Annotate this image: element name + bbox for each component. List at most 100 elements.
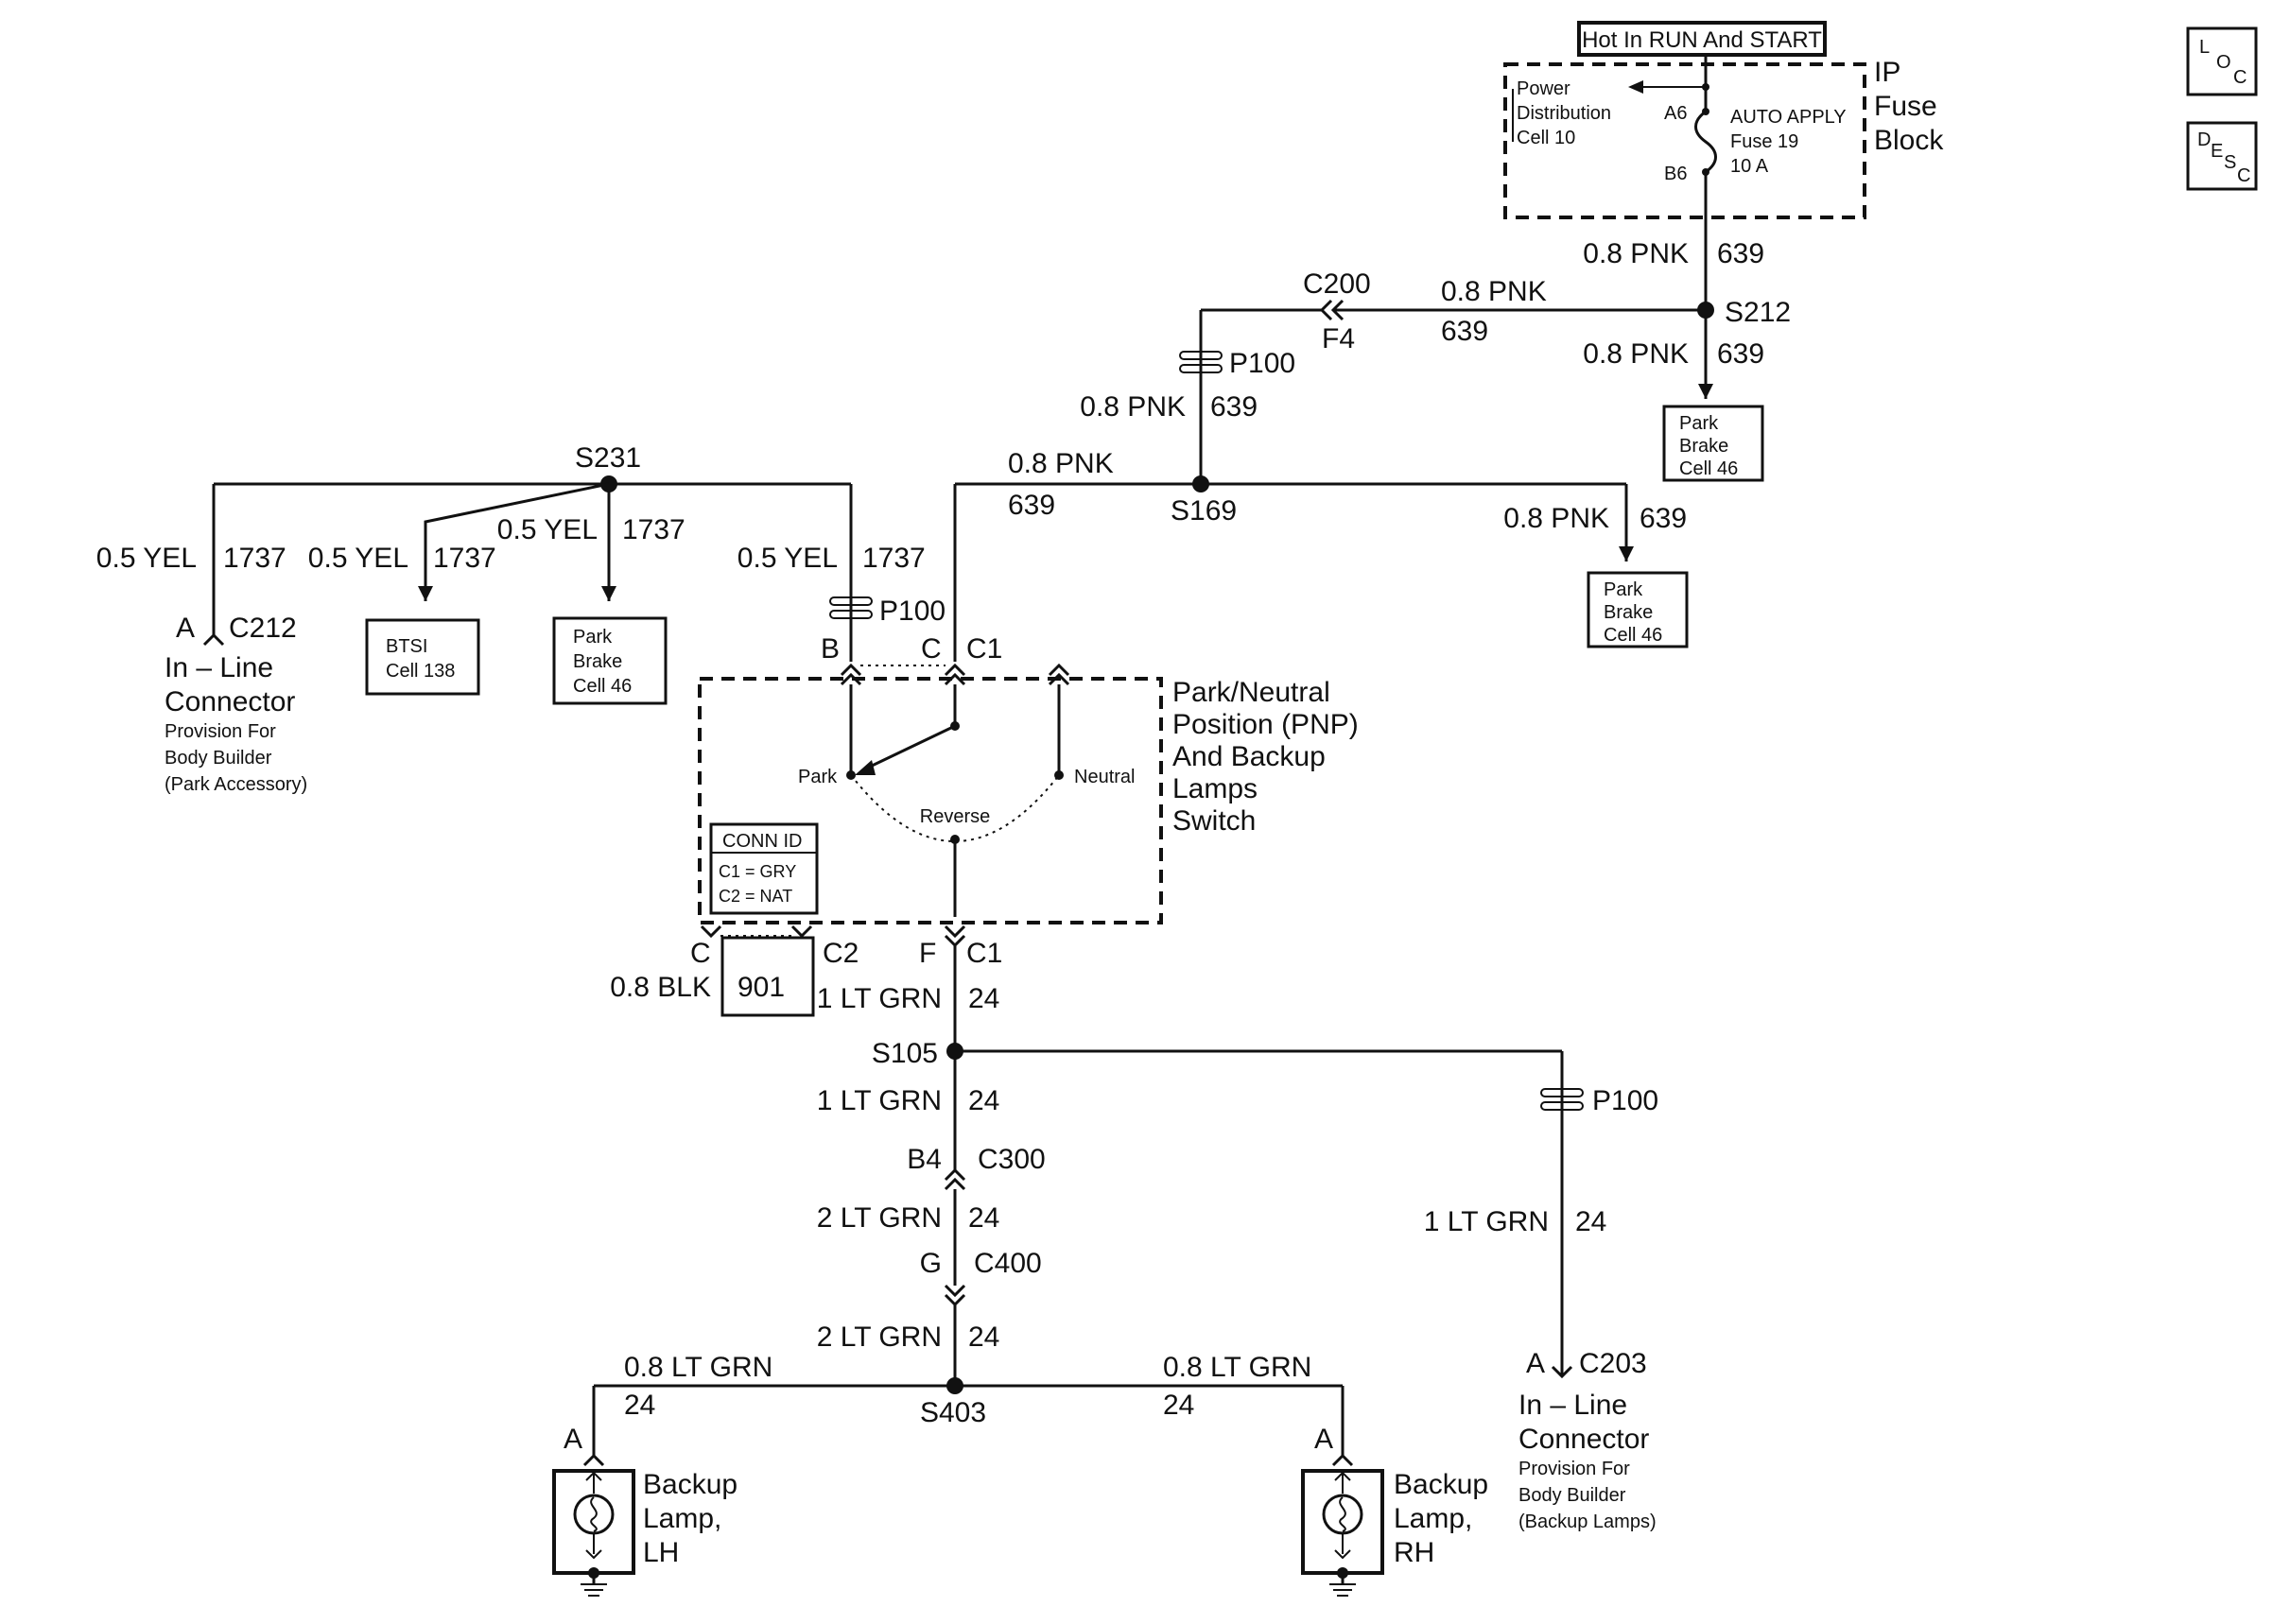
svg-text:And Backup: And Backup — [1172, 741, 1326, 772]
svg-text:C400: C400 — [974, 1248, 1042, 1279]
connector-p100-top: P100 — [1179, 348, 1295, 379]
svg-text:F4: F4 — [1322, 323, 1355, 354]
svg-text:C300: C300 — [978, 1144, 1046, 1175]
svg-text:Switch: Switch — [1172, 805, 1256, 837]
park-brake-ref-3[interactable]: Park Brake Cell 46 — [552, 616, 668, 705]
svg-text:CONN ID: CONN ID — [722, 831, 802, 852]
svg-text:IP: IP — [1874, 57, 1900, 88]
wire-label-639-s169-left: 0.8 PNK 639 — [1008, 448, 1114, 521]
backup-lamp-lh[interactable] — [552, 1469, 635, 1575]
svg-text:0.8 PNK: 0.8 PNK — [1080, 391, 1186, 423]
svg-text:Body Builder: Body Builder — [165, 748, 272, 769]
wire-label-24-lh: 0.8 LT GRN 24 — [624, 1352, 772, 1421]
wire-label-639-fuse: 0.8 PNK 639 — [1583, 238, 1764, 269]
svg-text:In – Line: In – Line — [165, 652, 273, 683]
svg-text:24: 24 — [1163, 1390, 1194, 1421]
svg-text:S: S — [2224, 152, 2236, 173]
svg-text:Power: Power — [1517, 78, 1570, 99]
auto-apply-fuse-label: AUTO APPLY Fuse 19 10 A — [1730, 107, 1847, 177]
svg-text:0.8 BLK: 0.8 BLK — [610, 972, 711, 1003]
svg-text:24: 24 — [968, 1322, 999, 1353]
svg-text:Lamp,: Lamp, — [1394, 1503, 1472, 1534]
svg-text:Backup: Backup — [643, 1469, 737, 1500]
svg-text:24: 24 — [968, 983, 999, 1014]
svg-text:B6: B6 — [1664, 164, 1687, 184]
svg-text:C1: C1 — [966, 938, 1002, 969]
wire-label-1737-switch: 0.5 YEL 1737 — [737, 543, 926, 574]
wire-label-639-s169-right: 0.8 PNK 639 — [1503, 503, 1687, 534]
svg-text:P100: P100 — [1229, 348, 1295, 379]
svg-text:Block: Block — [1874, 125, 1944, 156]
svg-text:A: A — [1314, 1424, 1333, 1455]
svg-text:0.5 YEL: 0.5 YEL — [96, 543, 197, 574]
svg-text:Park: Park — [1679, 413, 1719, 434]
pnp-switch-label: Park/Neutral Position (PNP) And Backup L… — [1172, 677, 1359, 837]
wire-label-24-c203: 1 LT GRN 24 — [1424, 1206, 1607, 1237]
svg-text:Provision For: Provision For — [1518, 1459, 1630, 1479]
svg-text:C1: C1 — [966, 633, 1002, 665]
svg-text:LH: LH — [643, 1537, 679, 1568]
loc-icon[interactable]: L O C — [2186, 26, 2258, 96]
svg-text:0.8 PNK: 0.8 PNK — [1441, 276, 1547, 307]
svg-text:F: F — [919, 938, 936, 969]
svg-text:639: 639 — [1717, 338, 1764, 370]
svg-text:Hot In RUN And START: Hot In RUN And START — [1582, 27, 1822, 53]
svg-text:Fuse 19: Fuse 19 — [1730, 131, 1798, 152]
svg-text:Lamps: Lamps — [1172, 773, 1258, 804]
svg-text:2 LT GRN: 2 LT GRN — [817, 1322, 942, 1353]
park-brake-ref-2[interactable]: Park Brake Cell 46 — [1587, 571, 1689, 648]
wire-label-1737-park-brake: 0.5 YEL 1737 — [497, 514, 685, 545]
svg-text:Cell 46: Cell 46 — [1604, 625, 1662, 646]
svg-text:Fuse: Fuse — [1874, 91, 1937, 122]
svg-text:Park: Park — [1604, 579, 1643, 600]
svg-text:Park/Neutral: Park/Neutral — [1172, 677, 1330, 708]
svg-text:2 LT GRN: 2 LT GRN — [817, 1202, 942, 1234]
svg-text:C: C — [690, 938, 711, 969]
svg-text:639: 639 — [1717, 238, 1764, 269]
svg-text:1737: 1737 — [433, 543, 496, 574]
wire-label-24-c300: 2 LT GRN 24 — [817, 1202, 1000, 1234]
wire-label-1737-c212: 0.5 YEL 1737 — [96, 543, 286, 574]
conn-id-box: CONN ID C1 = GRY C2 = NAT — [709, 822, 819, 915]
svg-text:0.8 LT GRN: 0.8 LT GRN — [1163, 1352, 1311, 1383]
btsi-ref[interactable]: BTSI Cell 138 — [365, 618, 480, 696]
svg-text:639: 639 — [1640, 503, 1687, 534]
ip-fuse-block-outline — [1503, 62, 1866, 219]
svg-text:C: C — [921, 633, 942, 665]
svg-text:L: L — [2199, 37, 2210, 58]
backup-lamp-rh[interactable] — [1301, 1469, 1384, 1575]
svg-text:10 A: 10 A — [1730, 156, 1769, 177]
svg-text:B: B — [821, 633, 840, 665]
svg-text:Cell 10: Cell 10 — [1517, 128, 1575, 148]
svg-text:S403: S403 — [920, 1397, 986, 1428]
svg-text:C2 = NAT: C2 = NAT — [719, 887, 792, 906]
wire-label-24-s105: 1 LT GRN 24 — [817, 1085, 1000, 1116]
svg-text:B4: B4 — [907, 1144, 942, 1175]
power-distribution-ref: Power Distribution Cell 10 — [1512, 78, 1611, 148]
svg-text:Brake: Brake — [573, 651, 622, 672]
connector-c200: C200 F4 — [1303, 268, 1371, 354]
svg-text:Provision For: Provision For — [165, 721, 276, 742]
svg-text:24: 24 — [624, 1390, 655, 1421]
desc-icon[interactable]: D E S C — [2186, 121, 2258, 191]
svg-text:C212: C212 — [229, 613, 297, 644]
svg-text:AUTO APPLY: AUTO APPLY — [1730, 107, 1847, 128]
backup-lamp-lh-label: Backup Lamp, LH — [643, 1469, 737, 1568]
svg-text:P100: P100 — [879, 596, 946, 627]
svg-text:Cell 46: Cell 46 — [573, 676, 632, 697]
svg-text:E: E — [2211, 141, 2223, 162]
backup-lamp-rh-label: Backup Lamp, RH — [1394, 1469, 1488, 1568]
svg-text:1 LT GRN: 1 LT GRN — [1424, 1206, 1549, 1237]
wire-label-639-s212: 0.8 PNK 639 — [1583, 338, 1764, 370]
svg-text:Distribution: Distribution — [1517, 103, 1611, 124]
svg-text:Backup: Backup — [1394, 1469, 1488, 1500]
svg-text:0.8 PNK: 0.8 PNK — [1583, 238, 1689, 269]
svg-text:1 LT GRN: 1 LT GRN — [817, 983, 942, 1014]
svg-text:D: D — [2197, 130, 2211, 150]
wire-label-1737-btsi: 0.5 YEL 1737 — [308, 543, 496, 574]
park-brake-ref-1[interactable]: Park Brake Cell 46 — [1662, 405, 1764, 482]
svg-text:1737: 1737 — [862, 543, 926, 574]
svg-text:0.5 YEL: 0.5 YEL — [737, 543, 838, 574]
switch-contact-arm — [867, 724, 956, 769]
